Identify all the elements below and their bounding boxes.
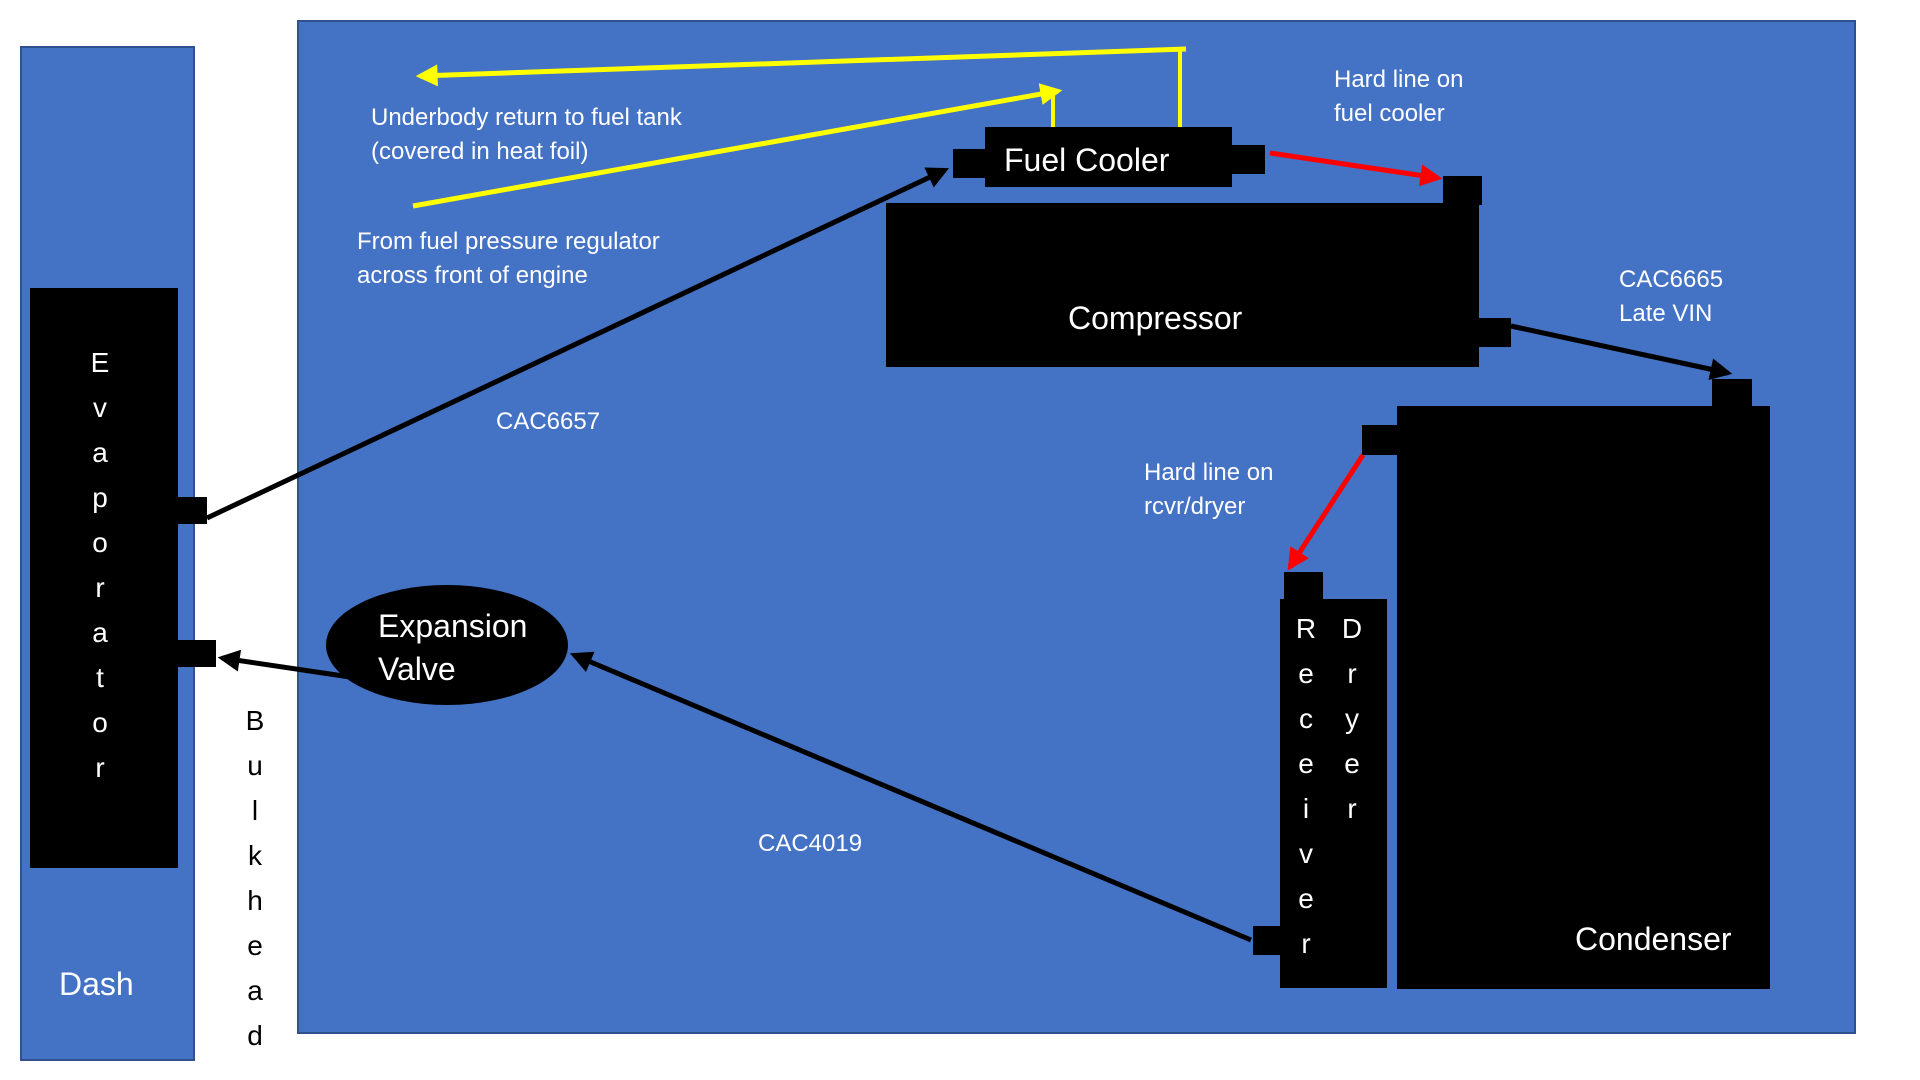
evaporator-letter: o (92, 527, 108, 558)
receiver-letter: v (1299, 838, 1313, 869)
evaporator-inlet-port (178, 640, 216, 667)
receiver-letter: c (1299, 703, 1313, 734)
hard-line-fuel-cooler-label-line2: fuel cooler (1334, 100, 1445, 127)
receiver-letter: e (1298, 748, 1314, 779)
compressor-discharge-port (1479, 318, 1511, 347)
bulkhead-letter: e (247, 930, 263, 961)
hard-line-fuel-cooler (1269, 150, 1443, 187)
evaporator (30, 288, 178, 868)
compressor-label: Compressor (1068, 300, 1243, 336)
condenser-outlet-port (1362, 425, 1397, 455)
hard-line-fuel-cooler-label-line1: Hard line on (1334, 66, 1464, 93)
receiver-letter: r (1301, 928, 1311, 959)
cac4019-label: CAC4019 (758, 830, 863, 857)
compressor-top-port (1443, 176, 1482, 205)
hose-cac6657 (205, 167, 949, 521)
condenser-inlet-port (1712, 379, 1752, 406)
cac6665-label-line2: Late VIN (1619, 300, 1713, 327)
bulkhead-letter: a (247, 975, 263, 1006)
dryer-letter: r (1347, 793, 1357, 824)
evaporator-letter: r (95, 572, 105, 603)
from-regulator-label-line1: From fuel pressure regulator (357, 228, 660, 255)
fuel-cooler-label: Fuel Cooler (1004, 142, 1170, 178)
dryer-letter: y (1345, 703, 1359, 734)
evaporator-letter: p (92, 482, 108, 513)
evaporator-letter: E (90, 347, 110, 378)
condenser (1397, 406, 1770, 989)
evaporator-letter: r (95, 752, 105, 783)
receiver-dryer-inlet-port (1284, 572, 1323, 599)
compressor (886, 203, 1479, 367)
receiver-dryer (1280, 599, 1387, 988)
fuel-line-from-regulator (412, 83, 1063, 209)
expansion-valve-label-line1: Expansion (378, 608, 528, 644)
evaporator-outlet-port (178, 497, 207, 524)
bulkhead-letter: k (248, 840, 262, 871)
evaporator-letter: o (92, 707, 108, 738)
hard-line-rcvr-label-line2: rcvr/dryer (1144, 493, 1246, 520)
bulkhead-letter: u (247, 750, 263, 781)
evaporator-letter: t (96, 662, 104, 693)
receiver-letter: e (1298, 658, 1314, 689)
evaporator-letter: v (93, 392, 107, 423)
underbody-return-label-line2: (covered in heat foil) (371, 138, 589, 165)
fuel-line-return-to-tank (415, 46, 1187, 87)
dash-label: Dash (59, 966, 134, 1002)
fuel-cooler (985, 127, 1232, 187)
from-regulator-label-line2: across front of engine (357, 262, 588, 289)
expansion-valve-label-line2: Valve (378, 651, 456, 687)
fuel-cooler-right-port (1232, 145, 1265, 174)
dryer-letter: D (1341, 613, 1363, 644)
evaporator-letter: a (92, 617, 108, 648)
evaporator-letter: a (92, 437, 108, 468)
hose-cac6665 (1510, 323, 1733, 381)
receiver-letter: e (1298, 883, 1314, 914)
bulkhead-letter: d (247, 1020, 263, 1051)
hard-line-rcvr-label-line1: Hard line on (1144, 459, 1274, 486)
condenser-label: Condenser (1575, 921, 1732, 957)
receiver-letter: i (1302, 793, 1310, 824)
underbody-return-label-line1: Underbody return to fuel tank (371, 104, 682, 131)
cac6665-label-line1: CAC6665 (1619, 266, 1724, 293)
expansion-valve (326, 585, 568, 705)
bulkhead-letter: B (245, 705, 265, 736)
receiver-dryer-outlet-port (1253, 926, 1280, 955)
dryer-letter: r (1347, 658, 1357, 689)
bulkhead-letter: h (247, 885, 263, 916)
hose-cac4019 (569, 651, 1252, 943)
cac6657-label: CAC6657 (496, 408, 601, 435)
dryer-letter: e (1344, 748, 1360, 779)
receiver-letter: R (1295, 613, 1317, 644)
hard-line-rcvr-dryer (1287, 453, 1366, 571)
bulkhead-letter: l (251, 795, 259, 826)
fuel-cooler-left-port (953, 149, 985, 178)
hose-expansion-to-evaporator (217, 649, 351, 680)
